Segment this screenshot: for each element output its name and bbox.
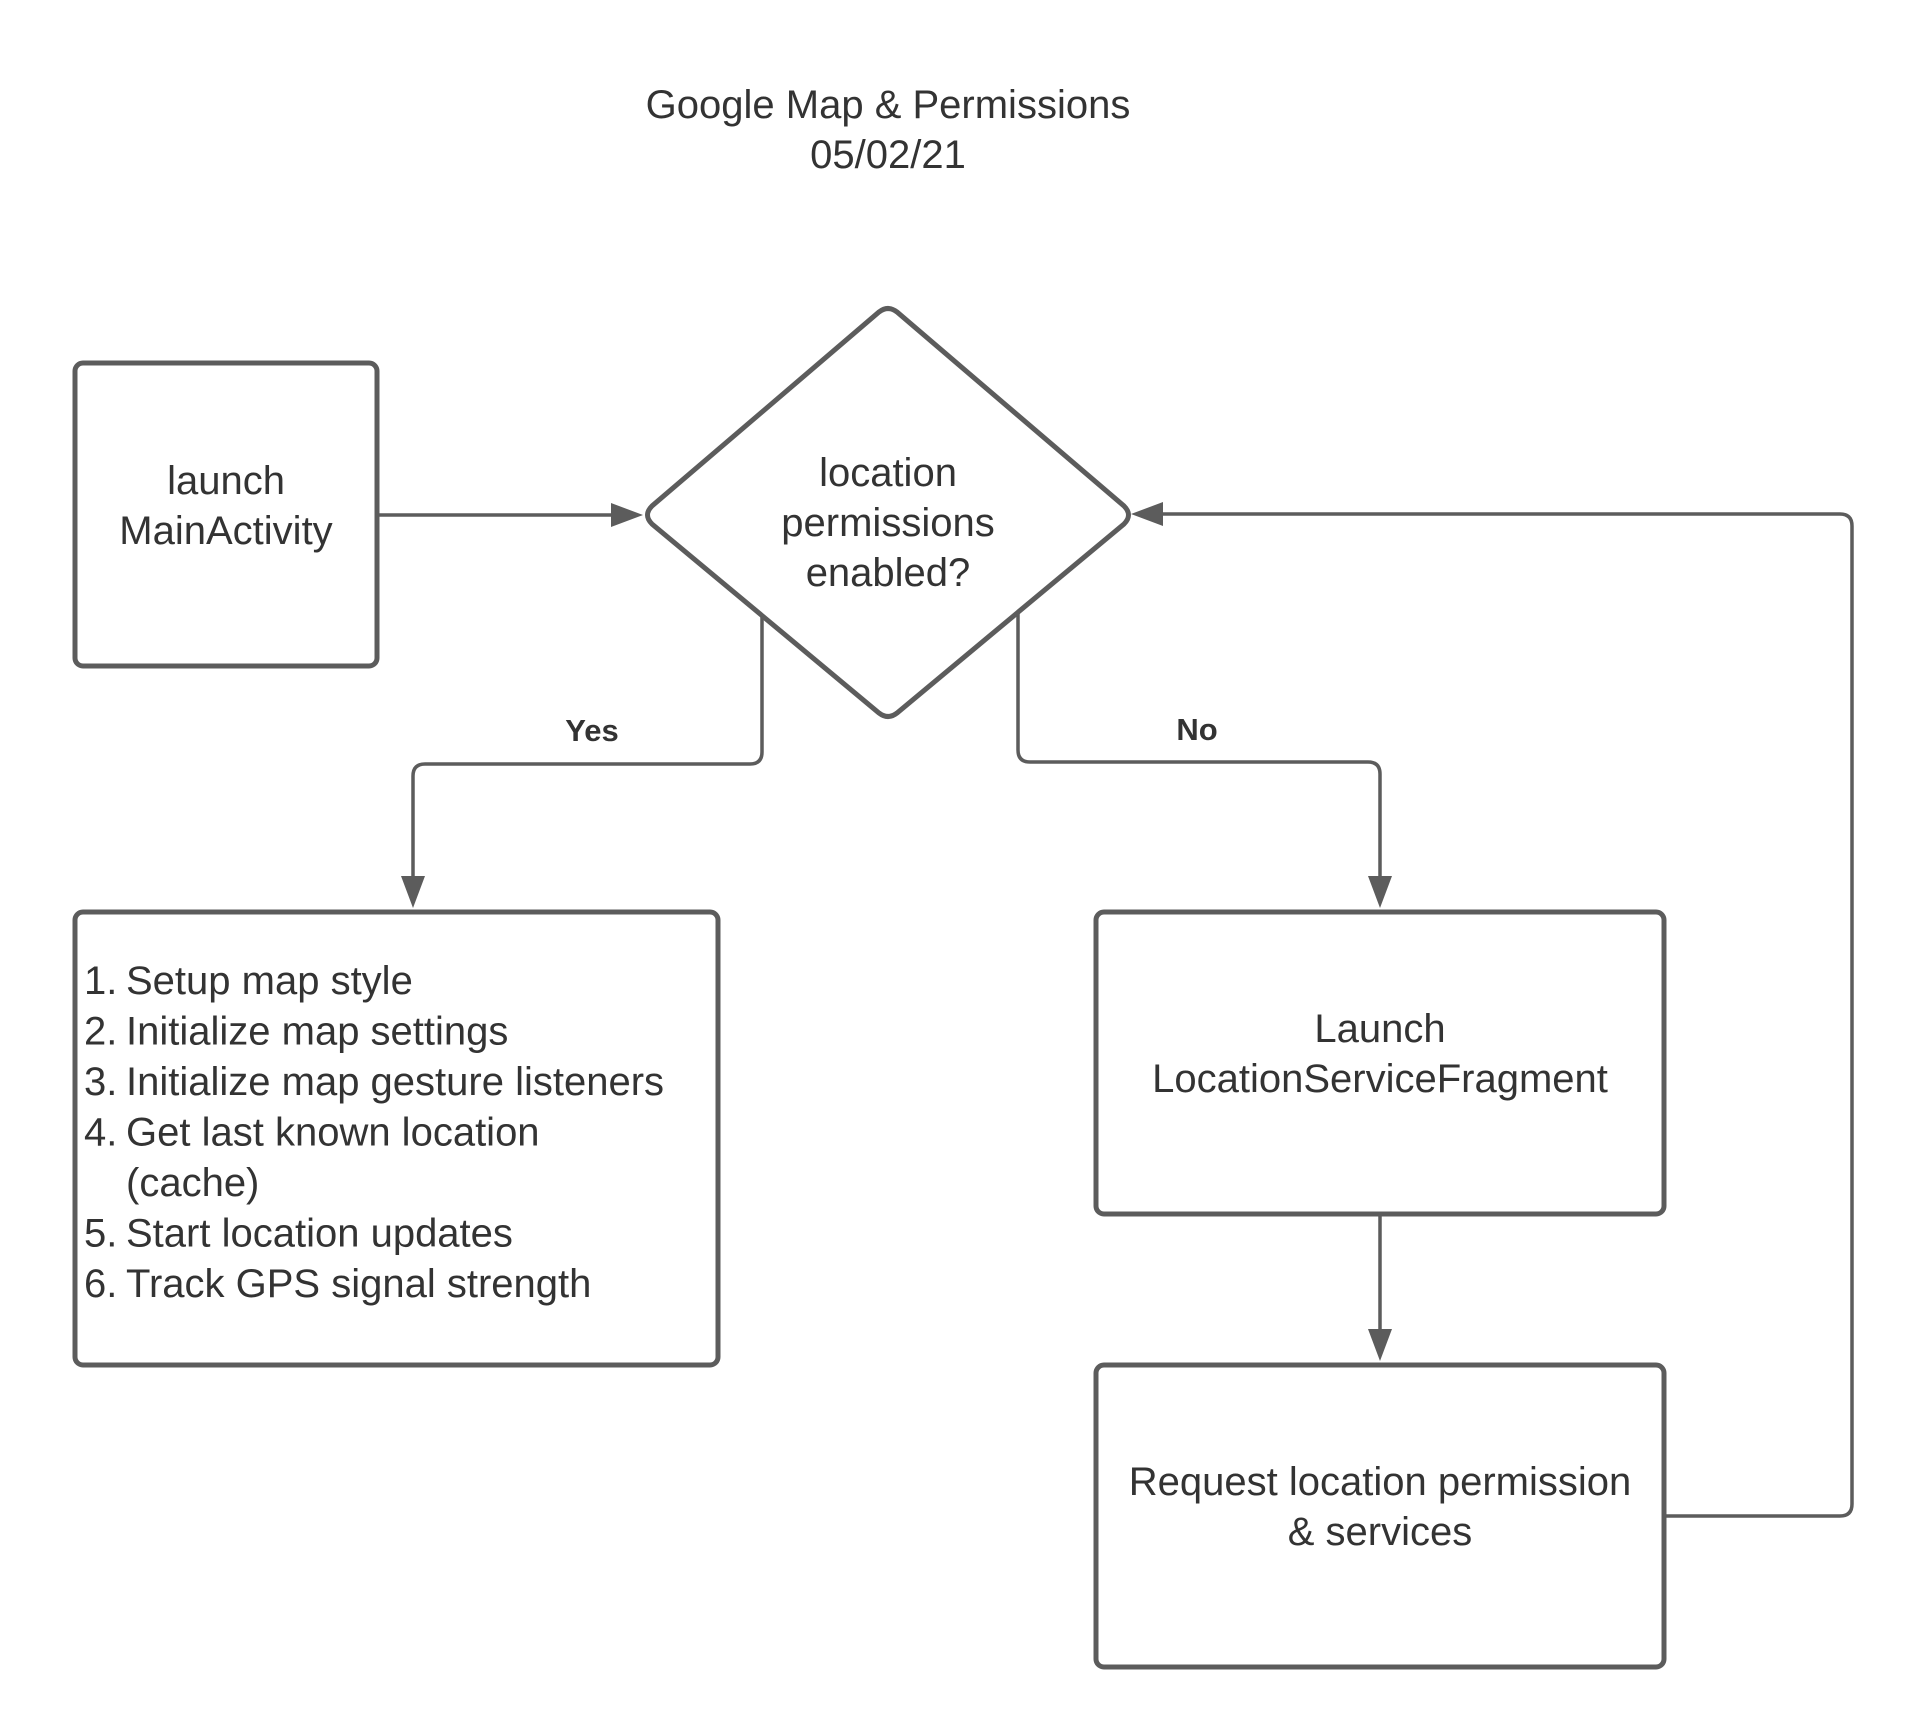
step-number: 1. bbox=[84, 959, 117, 1003]
arrowhead-into-fragment-box bbox=[1368, 876, 1392, 908]
launch-main-activity-line1: launch bbox=[167, 459, 285, 503]
node-launch-fragment: Launch LocationServiceFragment bbox=[1093, 909, 1667, 1217]
node-request-permission: Request location permission & services bbox=[1093, 1362, 1667, 1670]
step-text: (cache) bbox=[126, 1161, 259, 1205]
launch-fragment-line2: LocationServiceFragment bbox=[1152, 1057, 1608, 1101]
step-text: Setup map style bbox=[126, 959, 413, 1003]
arrowhead-into-request-box bbox=[1368, 1329, 1392, 1361]
decision-line3: enabled? bbox=[806, 551, 971, 595]
launch-fragment-line1: Launch bbox=[1314, 1007, 1445, 1051]
edge-request-loop-back bbox=[1155, 512, 1854, 1518]
node-launch-main-activity: launch MainActivity bbox=[72, 360, 380, 669]
request-permission-box bbox=[1093, 1362, 1667, 1670]
step-number: 6. bbox=[84, 1262, 117, 1306]
node-decision: location permissions enabled? bbox=[645, 306, 1131, 719]
step-number: 5. bbox=[84, 1212, 117, 1256]
step-text: Initialize map gesture listeners bbox=[126, 1060, 664, 1104]
yes-steps-box bbox=[72, 909, 721, 1368]
launch-main-activity-box bbox=[72, 360, 380, 669]
step-text: Get last known location bbox=[126, 1111, 540, 1155]
arrowhead-into-decision-right bbox=[1131, 502, 1163, 526]
request-permission-line2: & services bbox=[1288, 1510, 1473, 1554]
edge-decision-yes bbox=[411, 615, 764, 885]
connectors bbox=[378, 502, 1854, 1518]
launch-main-activity-line2: MainActivity bbox=[119, 509, 332, 553]
no-label: No bbox=[1176, 712, 1217, 747]
decision-line1: location bbox=[819, 451, 957, 495]
launch-fragment-box bbox=[1093, 909, 1667, 1217]
step-number: 3. bbox=[84, 1060, 117, 1104]
diagram-title: Google Map & Permissions bbox=[646, 83, 1131, 127]
step-text: Start location updates bbox=[126, 1212, 513, 1256]
edge-decision-no bbox=[1016, 612, 1382, 885]
step-number: 4. bbox=[84, 1111, 117, 1155]
step-text: Track GPS signal strength bbox=[126, 1262, 591, 1306]
request-permission-line1: Request location permission bbox=[1129, 1460, 1631, 1504]
decision-diamond bbox=[645, 306, 1131, 719]
decision-line2: permissions bbox=[781, 501, 994, 545]
arrowhead-into-decision-left bbox=[611, 503, 643, 527]
diagram-date: 05/02/21 bbox=[810, 133, 966, 177]
arrowhead-into-yes-box bbox=[401, 876, 425, 908]
step-number: 2. bbox=[84, 1010, 117, 1054]
step-text: Initialize map settings bbox=[126, 1010, 508, 1054]
yes-label: Yes bbox=[565, 713, 618, 748]
